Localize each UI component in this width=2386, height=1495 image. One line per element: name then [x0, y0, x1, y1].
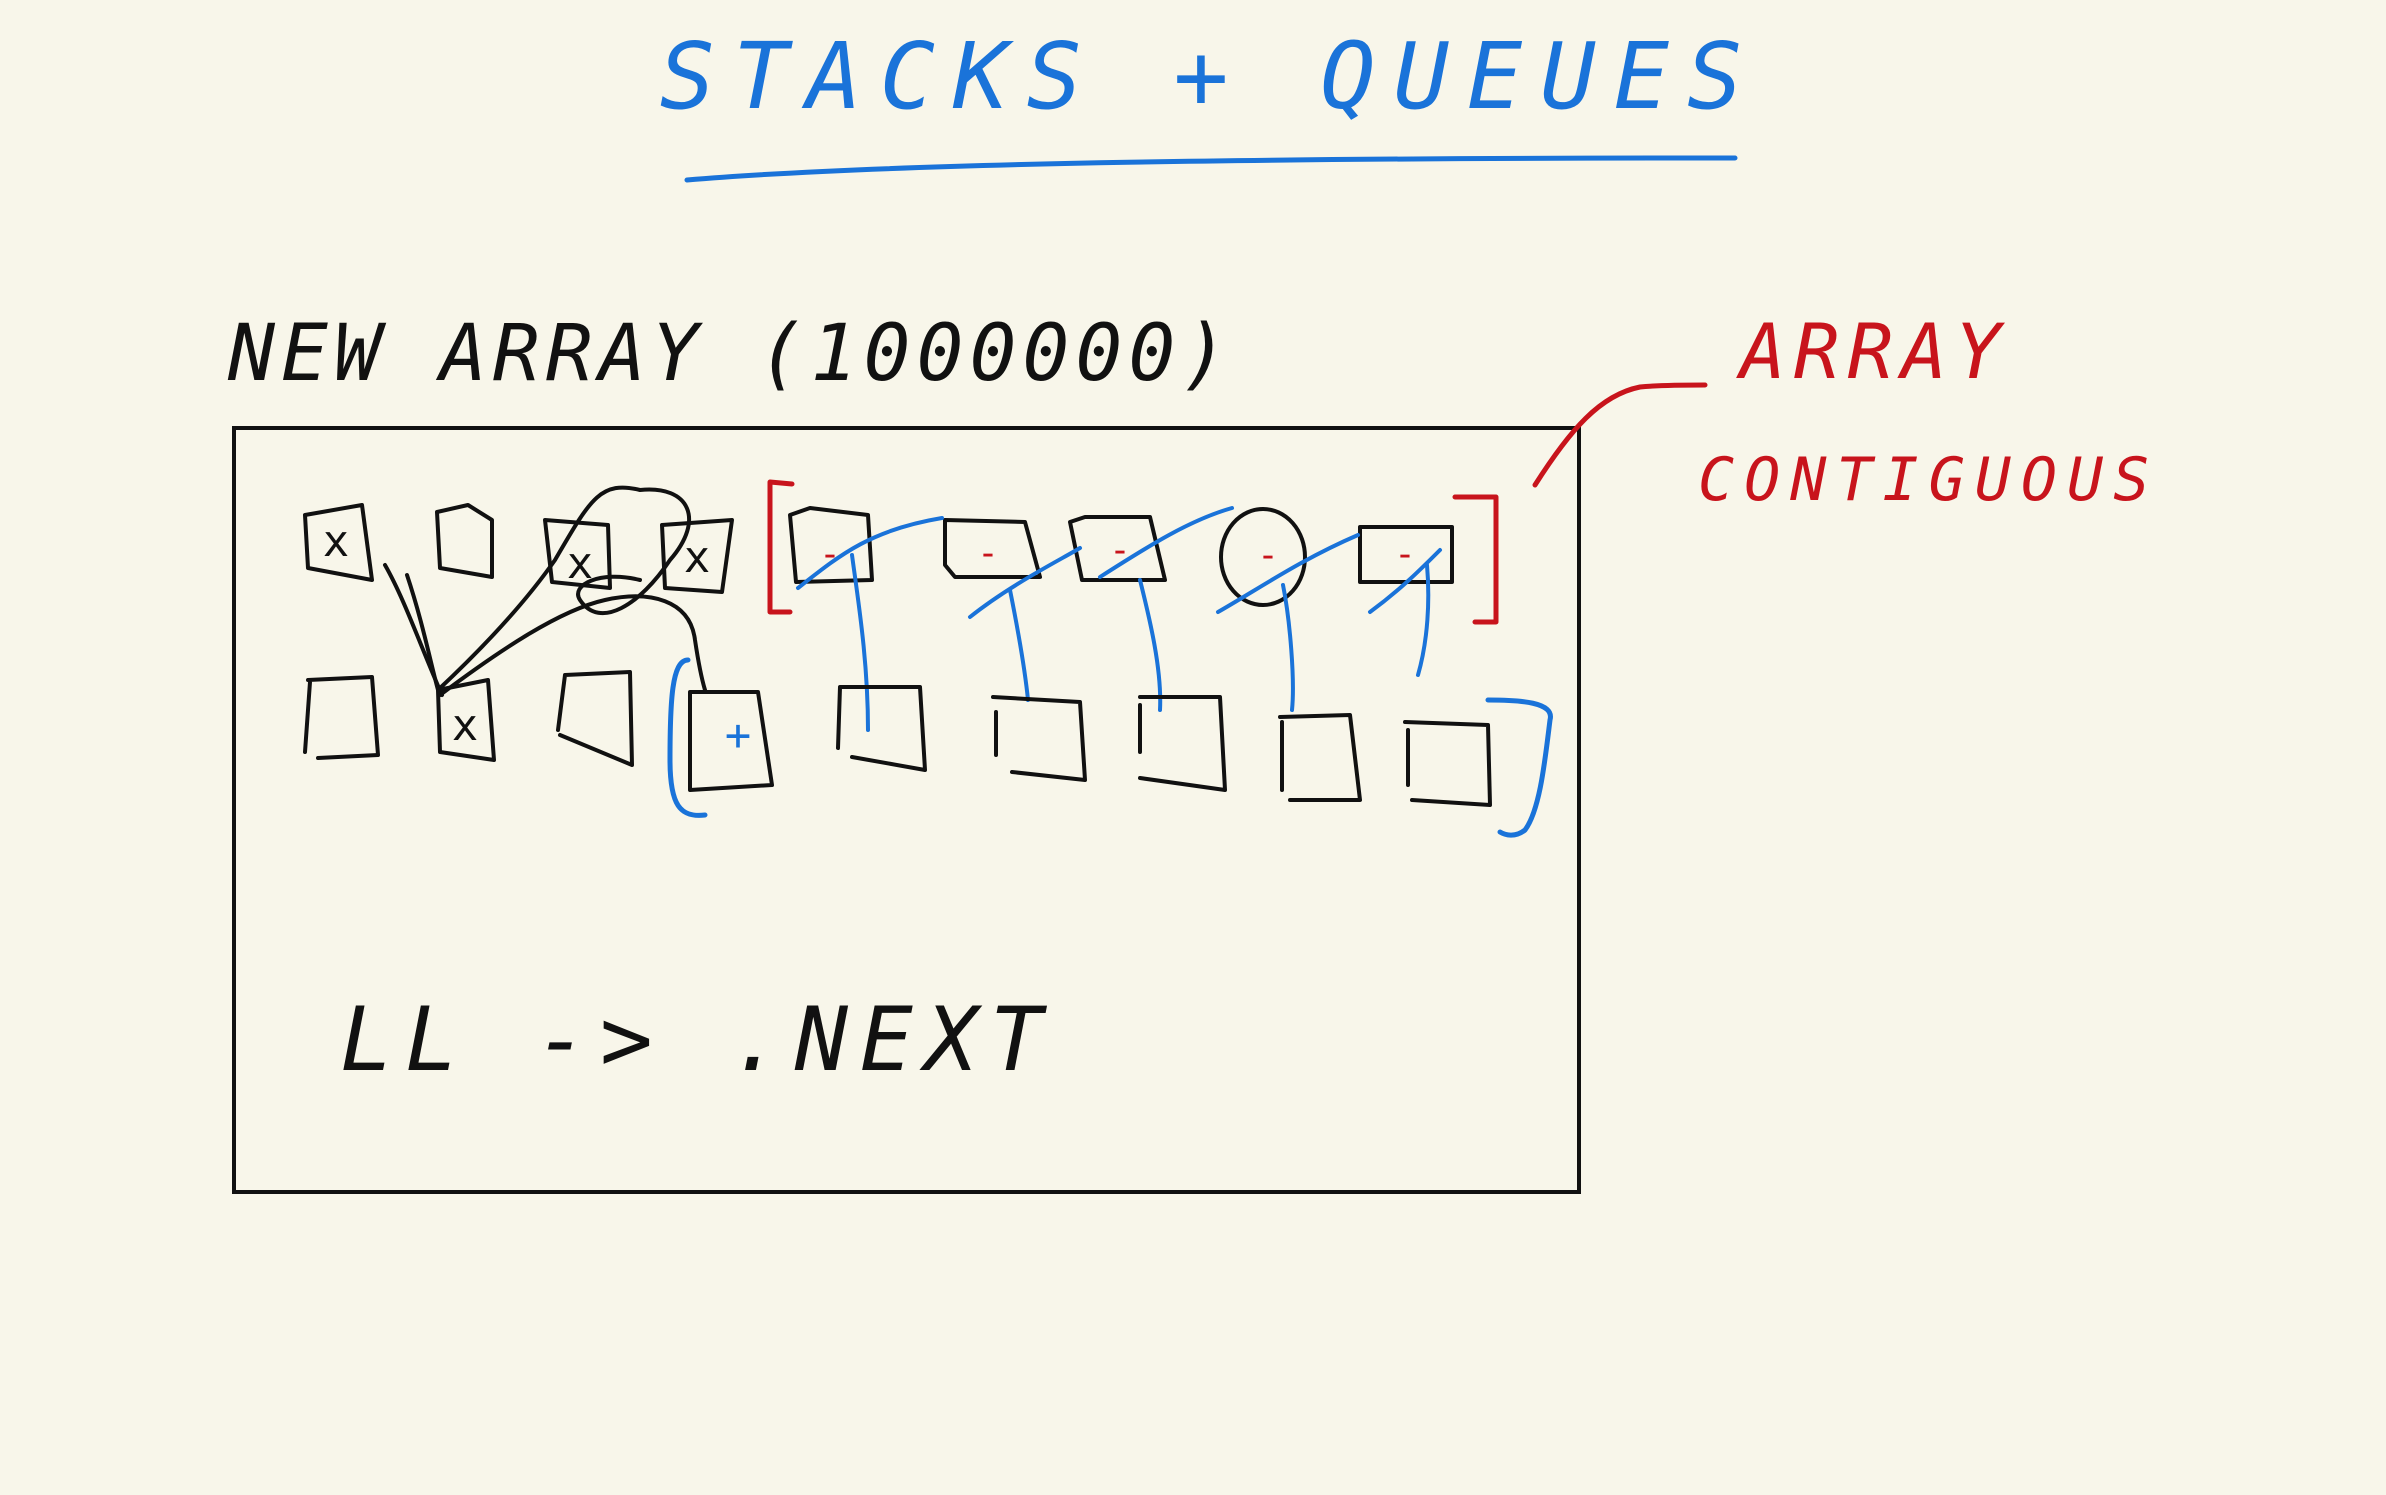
page-title: STACKS + QUEUES [660, 23, 1761, 130]
slot-mark: - [1257, 535, 1279, 576]
blue-connector [1416, 563, 1431, 677]
contiguous-bracket-right [1485, 697, 1553, 838]
title-underline [684, 155, 1738, 183]
slot-mark: - [977, 533, 999, 574]
contiguous-bracket-left [667, 657, 708, 818]
bottom-cell-5 [836, 685, 927, 772]
memory-cell-2 [435, 503, 494, 579]
bottom-cell-7 [1138, 695, 1227, 792]
blue-connector [1138, 578, 1163, 712]
linked-list-label: LL -> .NEXT [340, 988, 1055, 1091]
array-slot-3 [1068, 515, 1167, 582]
array-bracket-left [767, 479, 795, 615]
array-slot-4 [1219, 507, 1307, 607]
pointer-link-3 [438, 594, 707, 697]
blue-connector [1281, 583, 1295, 712]
bottom-cell-9 [1403, 720, 1492, 807]
blue-connector [590, 502, 640, 510]
memory-cell-1 [303, 503, 374, 582]
strike-mark [1368, 548, 1442, 614]
memory-cell-3 [543, 518, 612, 590]
array-slot-2 [943, 518, 1042, 579]
cell-mark: x [452, 700, 479, 751]
strike-mark [1216, 533, 1360, 614]
slot-mark: - [819, 534, 841, 575]
contiguous-annotation: CONTIGUOUS [1698, 445, 2159, 515]
new-array-label: NEW ARRAY (1000000) [227, 309, 1234, 399]
bottom-cell-2 [436, 678, 496, 762]
pointer-link-2 [405, 485, 691, 692]
bottom-cell-3 [556, 670, 634, 767]
blue-connector [850, 553, 870, 732]
slot-mark: - [1394, 534, 1416, 575]
array-slot-1 [788, 506, 874, 584]
cell-mark: x [684, 532, 711, 583]
strike-mark [968, 546, 1082, 619]
array-bracket-right [1452, 494, 1499, 625]
bottom-cell-1 [303, 675, 380, 760]
cell-mark: + [725, 710, 752, 761]
strike-mark [1098, 506, 1234, 579]
strike-mark [796, 516, 944, 590]
memory-frame [232, 426, 1581, 1194]
annotation-arrow [1532, 382, 1708, 488]
blue-connector [1008, 588, 1030, 702]
bottom-cell-4 [688, 690, 774, 792]
array-slot-5 [1358, 525, 1454, 584]
bottom-cell-6 [991, 695, 1087, 782]
array-annotation: ARRAY [1736, 307, 2009, 396]
bottom-cell-8 [1278, 713, 1362, 802]
cell-mark: x [323, 516, 350, 567]
